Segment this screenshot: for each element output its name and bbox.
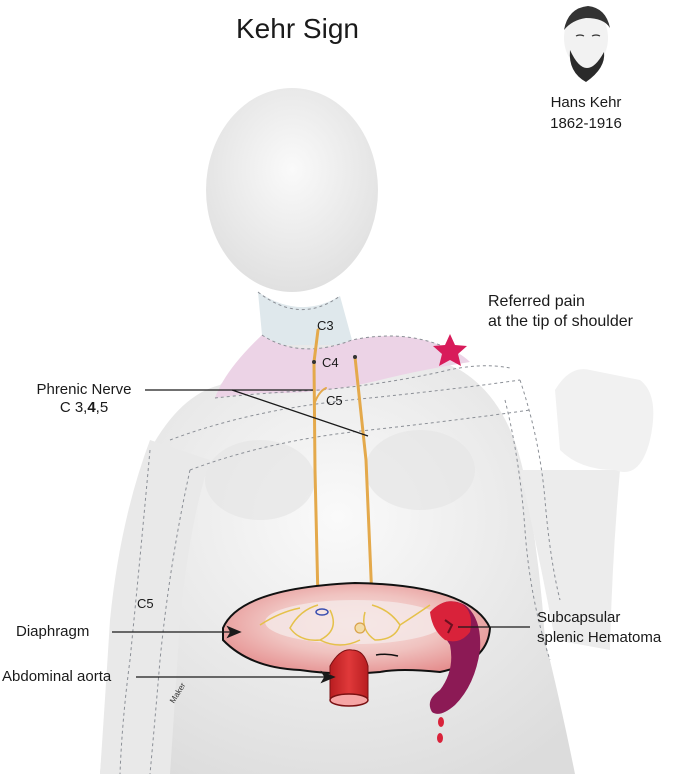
phrenic-nerve-line2: C 3,4,5: [26, 399, 142, 417]
diaphragm-label: Diaphragm: [16, 623, 90, 640]
nerve-root-dot-right: [353, 355, 357, 359]
head: [206, 88, 378, 292]
dermatome-c4-label: C4: [322, 355, 339, 370]
phrenic-roots-suffix: ,5: [95, 399, 109, 416]
dermatome-c5-arm-label: C5: [137, 596, 154, 611]
referred-pain-line2: at the tip of shoulder: [488, 313, 633, 330]
abdominal-aorta-label: Abdominal aorta: [2, 668, 112, 685]
right-forearm: [520, 470, 620, 650]
spleen-hematoma: [429, 601, 481, 743]
phrenic-nerve-pointer: [145, 389, 369, 437]
dermatome-c5-neck-label: C5: [326, 393, 343, 408]
hematoma-label: Subcapsular splenic Hematoma: [537, 608, 661, 648]
dermatome-c3-label: C3: [317, 318, 334, 333]
neck-band: [258, 292, 352, 349]
right-hand: [555, 369, 654, 472]
chest-shading-right: [365, 430, 475, 510]
abdominal-aorta: [329, 649, 369, 707]
diaphragm: [222, 581, 492, 675]
referred-pain-line1: Referred pain: [488, 293, 585, 310]
left-arm: [100, 440, 210, 774]
portrait-caption: Hans Kehr 1862-1916: [544, 92, 628, 134]
dermatome-c4-region: [215, 335, 470, 398]
phrenic-nerve-line1: Phrenic Nerve: [36, 381, 132, 398]
phrenic-roots-prefix: C 3,: [59, 399, 88, 416]
referred-pain-label: Referred pain at the tip of shoulder: [488, 292, 633, 332]
hematoma-line1: Subcapsular: [537, 609, 621, 626]
portrait-years: 1862-1916: [550, 115, 622, 132]
referred-pain-star-icon: [433, 334, 467, 366]
dermatome-boundaries: [119, 291, 561, 774]
phrenic-nerve-label: Phrenic Nerve C 3,4,5: [26, 381, 142, 417]
page-title: Kehr Sign: [236, 13, 359, 44]
chest-shading-left: [205, 440, 315, 520]
portrait-name: Hans Kehr: [550, 94, 622, 111]
nerve-root-dot-left: [312, 360, 316, 364]
hans-kehr-portrait: [564, 6, 610, 82]
phrenic-nerves: [312, 328, 374, 602]
blood-drop: [438, 717, 444, 727]
blood-drop: [437, 733, 443, 743]
hematoma-line2: splenic Hematoma: [537, 629, 662, 646]
esophageal-hiatus-icon: [315, 608, 329, 616]
label-pointers: [112, 625, 530, 684]
caval-opening-icon: [354, 622, 366, 634]
phrenic-roots-bold: 4: [87, 399, 96, 416]
